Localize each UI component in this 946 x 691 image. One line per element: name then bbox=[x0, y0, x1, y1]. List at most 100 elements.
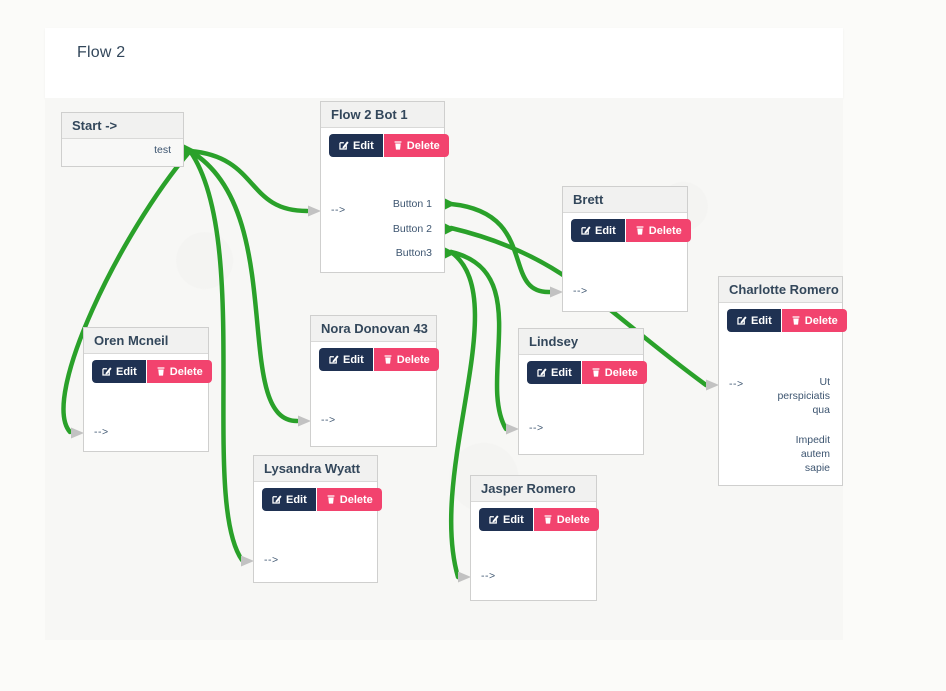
input-endpoint-charlotte[interactable] bbox=[706, 379, 719, 391]
delete-button-oren-label: Delete bbox=[169, 365, 203, 378]
input-endpoint-nora[interactable] bbox=[298, 415, 311, 427]
input-endpoint-brett[interactable] bbox=[550, 286, 563, 298]
pencil-square-icon bbox=[101, 366, 112, 377]
output-endpoint-flow2bot1[interactable] bbox=[445, 223, 456, 235]
delete-button-nora-label: Delete bbox=[396, 353, 430, 366]
trash-icon bbox=[591, 367, 601, 378]
edit-button-oren[interactable]: Edit bbox=[92, 360, 146, 383]
pencil-square-icon bbox=[536, 367, 547, 378]
edit-button-lysandra-label: Edit bbox=[286, 493, 307, 506]
edit-button-nora[interactable]: Edit bbox=[319, 348, 373, 371]
input-port-jasper[interactable]: --> bbox=[481, 570, 496, 582]
node-title-lindsey: Lindsey bbox=[519, 329, 643, 355]
output-port-flow2bot1-1[interactable]: Button 2 bbox=[392, 223, 432, 235]
edit-button-flow2bot1[interactable]: Edit bbox=[329, 134, 383, 157]
node-nora[interactable]: Nora Donovan 43 Edit Delete --> bbox=[310, 315, 439, 447]
trash-icon bbox=[393, 140, 403, 151]
input-endpoint-lysandra[interactable] bbox=[241, 555, 254, 567]
delete-button-jasper-label: Delete bbox=[556, 513, 590, 526]
delete-button-brett[interactable]: Delete bbox=[625, 219, 691, 242]
edit-button-brett-label: Edit bbox=[595, 224, 616, 237]
input-port-oren[interactable]: --> bbox=[94, 426, 109, 438]
edit-button-charlotte[interactable]: Edit bbox=[727, 309, 781, 332]
node-actions-charlotte: Edit Delete bbox=[727, 309, 847, 332]
input-port-nora[interactable]: --> bbox=[321, 414, 336, 426]
trash-icon bbox=[326, 494, 336, 505]
delete-button-lysandra[interactable]: Delete bbox=[316, 488, 382, 511]
delete-button-flow2bot1[interactable]: Delete bbox=[383, 134, 449, 157]
node-actions-oren: Edit Delete bbox=[92, 360, 212, 383]
input-port-lysandra[interactable]: --> bbox=[264, 554, 279, 566]
pencil-square-icon bbox=[736, 315, 747, 326]
edit-button-charlotte-label: Edit bbox=[751, 314, 772, 327]
edge-flow2bot1.button3-to-lindsey.in bbox=[448, 249, 509, 432]
node-actions-brett: Edit Delete bbox=[571, 219, 691, 242]
edit-button-flow2bot1-label: Edit bbox=[353, 139, 374, 152]
input-endpoint-flow2bot1[interactable] bbox=[308, 205, 321, 217]
node-actions-lindsey: Edit Delete bbox=[527, 361, 647, 384]
flow-title: Flow 2 bbox=[77, 44, 126, 61]
edge-flow2bot1.button1-to-brett.in bbox=[448, 201, 553, 295]
edit-button-brett[interactable]: Edit bbox=[571, 219, 625, 242]
node-actions-flow2bot1: Edit Delete bbox=[329, 134, 449, 157]
node-actions-jasper: Edit Delete bbox=[479, 508, 599, 531]
edit-button-lysandra[interactable]: Edit bbox=[262, 488, 316, 511]
input-endpoint-oren[interactable] bbox=[71, 427, 84, 439]
output-endpoint-flow2bot1[interactable] bbox=[445, 247, 456, 259]
edge-start.test-to-lysandra.in bbox=[187, 148, 245, 563]
edge-start.test-to-oren.in bbox=[61, 148, 193, 435]
delete-button-charlotte-label: Delete bbox=[804, 314, 838, 327]
pencil-square-icon bbox=[271, 494, 282, 505]
output-port-flow2bot1-2[interactable]: Button3 bbox=[395, 247, 432, 259]
delete-button-charlotte[interactable]: Delete bbox=[781, 309, 847, 332]
node-title-charlotte: Charlotte Romero bbox=[719, 277, 842, 303]
node-title-oren: Oren Mcneil bbox=[84, 328, 208, 354]
output-endpoint-flow2bot1[interactable] bbox=[445, 198, 456, 210]
node-title-brett: Brett bbox=[563, 187, 687, 213]
edit-button-oren-label: Edit bbox=[116, 365, 137, 378]
input-port-brett[interactable]: --> bbox=[573, 285, 588, 297]
input-endpoint-lindsey[interactable] bbox=[506, 423, 519, 435]
input-endpoint-jasper[interactable] bbox=[458, 571, 471, 583]
delete-button-lindsey[interactable]: Delete bbox=[581, 361, 647, 384]
output-endpoint-start[interactable] bbox=[184, 144, 195, 156]
node-actions-lysandra: Edit Delete bbox=[262, 488, 382, 511]
edge-start.test-to-flow2bot1.in bbox=[187, 148, 310, 214]
pencil-square-icon bbox=[328, 354, 339, 365]
node-actions-nora: Edit Delete bbox=[319, 348, 439, 371]
output-port-flow2bot1-0[interactable]: Button 1 bbox=[392, 198, 432, 210]
input-port-lindsey[interactable]: --> bbox=[529, 422, 544, 434]
node-title-start: Start -> bbox=[62, 113, 183, 139]
node-title-jasper: Jasper Romero bbox=[471, 476, 596, 502]
delete-button-lysandra-label: Delete bbox=[339, 493, 373, 506]
edit-button-jasper[interactable]: Edit bbox=[479, 508, 533, 531]
node-flow2bot1[interactable]: Flow 2 Bot 1 Edit Delete --> Button 1 Button … bbox=[320, 101, 449, 273]
delete-button-jasper[interactable]: Delete bbox=[533, 508, 599, 531]
delete-button-flow2bot1-label: Delete bbox=[406, 139, 440, 152]
node-title-nora: Nora Donovan 43 bbox=[311, 316, 436, 342]
input-port-flow2bot1[interactable]: --> bbox=[331, 204, 346, 216]
node-title-flow2bot1: Flow 2 Bot 1 bbox=[321, 102, 444, 128]
edge-start.test-to-nora.in bbox=[187, 148, 300, 424]
delete-button-brett-label: Delete bbox=[648, 224, 682, 237]
delete-button-nora[interactable]: Delete bbox=[373, 348, 439, 371]
node-start[interactable]: Start -> test bbox=[61, 112, 184, 167]
edge-flow2bot1.button3-to-jasper.in bbox=[448, 249, 478, 580]
pencil-square-icon bbox=[338, 140, 349, 151]
node-title-lysandra: Lysandra Wyatt bbox=[254, 456, 377, 482]
delete-button-lindsey-label: Delete bbox=[604, 366, 638, 379]
output-port-start-0[interactable]: test bbox=[154, 144, 171, 156]
delete-button-oren[interactable]: Delete bbox=[146, 360, 212, 383]
input-port-charlotte[interactable]: --> bbox=[729, 378, 744, 390]
pencil-square-icon bbox=[488, 514, 499, 525]
edit-button-lindsey[interactable]: Edit bbox=[527, 361, 581, 384]
